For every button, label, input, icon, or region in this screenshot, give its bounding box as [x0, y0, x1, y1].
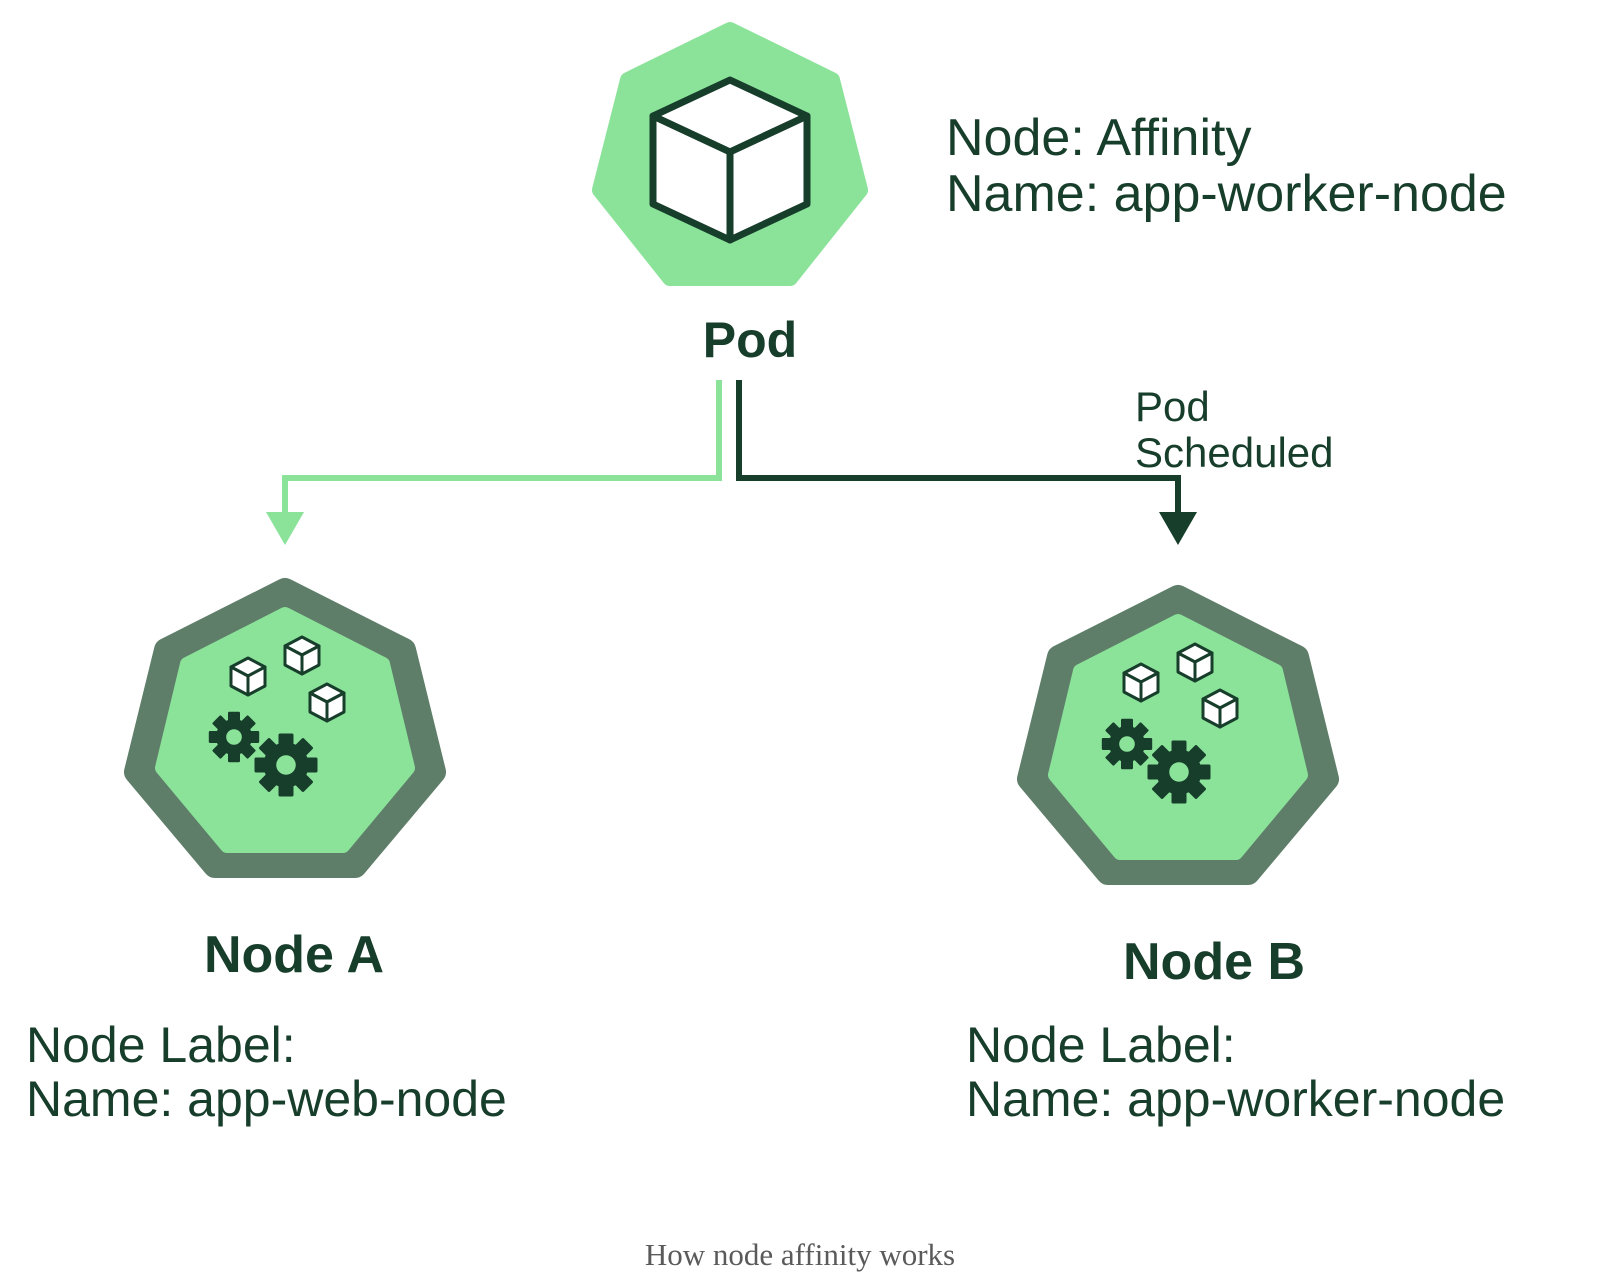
node-b-heptagon-shape — [1017, 585, 1339, 885]
small-cube-icon — [1201, 688, 1239, 729]
small-cube-icon — [1122, 662, 1160, 703]
small-cube-icon — [308, 682, 346, 723]
node-a-heptagon-shape — [124, 578, 446, 878]
gear-icon — [1147, 740, 1211, 804]
gear-icon — [1101, 718, 1153, 770]
connector-to-node-b — [736, 380, 1181, 515]
arrowhead-node-b-icon — [1159, 512, 1197, 545]
pod-affinity-line: Node: Affinity — [946, 109, 1252, 167]
pod-name-line: Name: app-worker-node — [946, 165, 1507, 223]
node-a-title: Node A — [203, 926, 385, 984]
node-b-label-info: Node Label: Name: app-worker-node — [966, 1018, 1505, 1126]
small-cube-icon — [283, 635, 321, 676]
cube-icon — [653, 80, 807, 240]
gear-icon — [208, 711, 260, 763]
node-b-name-line: Name: app-worker-node — [966, 1071, 1506, 1127]
figure-caption: How node affinity works — [644, 1237, 956, 1272]
pod-title: Pod — [702, 312, 798, 368]
node-a-label-info: Node Label: Name: app-web-node — [26, 1018, 507, 1126]
arrowhead-node-a-icon — [266, 512, 304, 545]
connector-to-node-a — [282, 380, 722, 515]
small-cube-icon — [229, 656, 267, 697]
pod-scheduled-line2: Scheduled — [1135, 429, 1334, 476]
pod-scheduled-label: Pod Scheduled — [1135, 384, 1334, 476]
node-b-label-line: Node Label: — [966, 1017, 1236, 1073]
node-a-name-line: Name: app-web-node — [26, 1071, 507, 1127]
pod-affinity-info: Node: Affinity Name: app-worker-node — [946, 110, 1507, 222]
node-b-title: Node B — [1123, 933, 1305, 991]
small-cube-icon — [1176, 642, 1214, 683]
gear-icon — [254, 733, 318, 797]
pod-scheduled-line1: Pod — [1135, 383, 1210, 430]
node-a-label-line: Node Label: — [26, 1017, 296, 1073]
